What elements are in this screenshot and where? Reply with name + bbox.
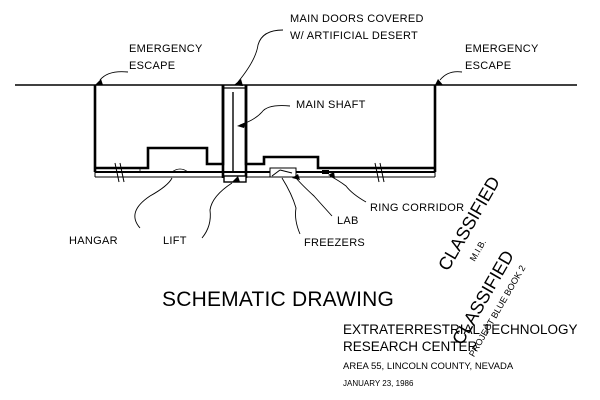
leader-main-doors: [237, 29, 284, 83]
label-hangar: HANGAR: [69, 235, 118, 247]
floor: [94, 171, 436, 178]
location-line: AREA 55, LINCOLN COUNTY, NEVADA: [343, 361, 514, 372]
label-main-doors-line2: W/ ARTIFICIAL DESERT: [290, 30, 418, 42]
freezer-box: [269, 167, 297, 178]
main-shaft: [221, 85, 248, 178]
interior-profile: [95, 85, 225, 170]
label-main-doors-line1: MAIN DOORS COVERED: [290, 13, 424, 25]
leader-freezers: [281, 177, 301, 235]
label-emergency-left-line1: EMERGENCY: [129, 43, 203, 55]
subtitle-line2: RESEARCH CENTER: [343, 339, 478, 354]
arrowheads: [95, 79, 443, 182]
leader-emergency-right: [439, 71, 463, 81]
leader-lift: [201, 182, 233, 239]
date-line: JANUARY 23, 1986: [343, 379, 414, 388]
leader-emergency-left: [99, 71, 129, 81]
leader-main-shaft: [239, 105, 291, 126]
label-lab: LAB: [337, 215, 359, 227]
svg-text:M.I.B.: M.I.B.: [468, 238, 488, 263]
label-lift: LIFT: [163, 235, 187, 247]
label-ring-corridor: RING CORRIDOR: [370, 202, 464, 214]
label-emergency-left-line2: ESCAPE: [129, 60, 175, 72]
ring-corridor-marker: [322, 170, 329, 174]
title: SCHEMATIC DRAWING: [162, 288, 394, 311]
label-emergency-right-line2: ESCAPE: [465, 60, 511, 72]
interior-profile-right: [244, 85, 435, 170]
label-freezers: FREEZERS: [304, 237, 365, 249]
leader-hangar: [134, 177, 173, 229]
hangar-details: [139, 168, 189, 173]
facility-structure: [93, 85, 437, 172]
leader-ring-corridor: [329, 175, 367, 203]
break-marks: [114, 162, 385, 183]
subtitle-line1: EXTRATERRESTRIAL TECHNOLOGY: [343, 322, 578, 337]
classified-stamp-blue-book: CLASSIFIED PROJECT BLUE BOOK 2: [448, 247, 527, 358]
label-emergency-right-line1: EMERGENCY: [465, 43, 539, 55]
label-main-shaft: MAIN SHAFT: [296, 99, 366, 111]
leader-lab: [295, 177, 333, 217]
leader-lines: [99, 29, 463, 239]
